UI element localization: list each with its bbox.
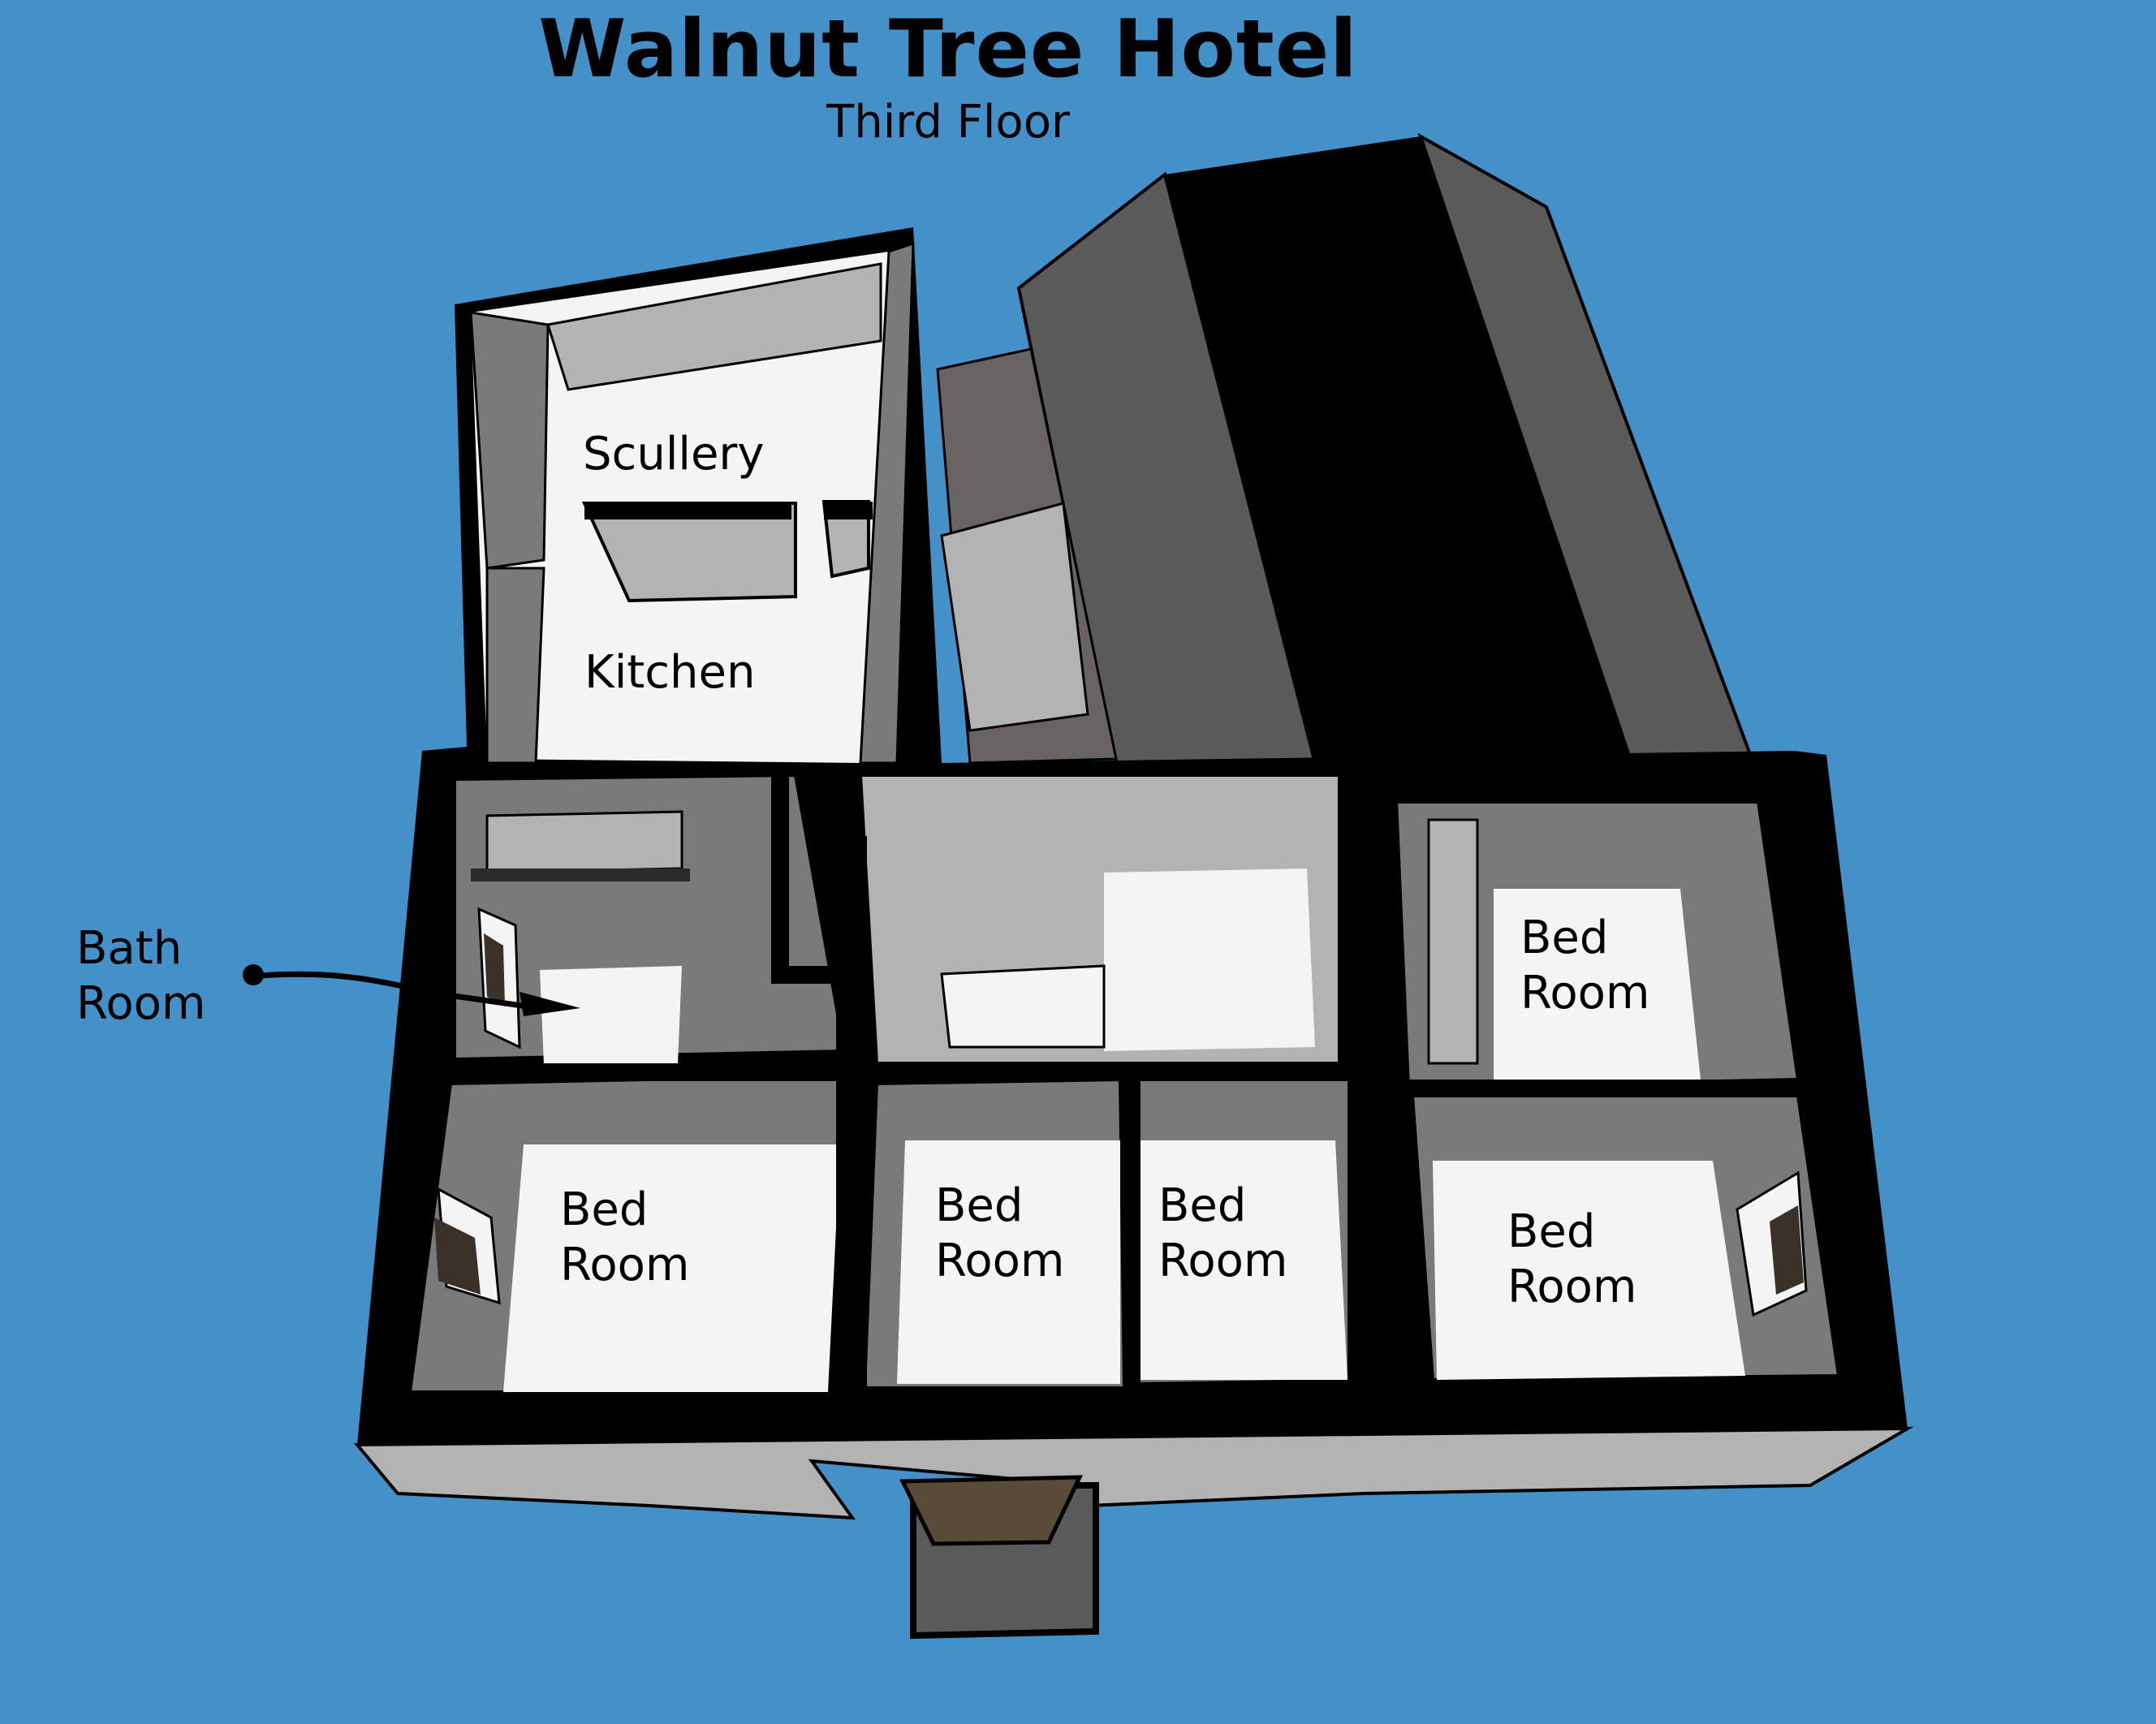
central-hall xyxy=(858,774,1341,1065)
bathroom-callout[interactable] xyxy=(243,964,580,1016)
interior-walls xyxy=(438,775,1802,1396)
kitchen-wing xyxy=(469,241,915,765)
bedroom-bottom-right xyxy=(1410,1094,1841,1382)
page-title: Walnut Tree Hotel xyxy=(538,3,1358,96)
room-label-bathroom: Bath Room xyxy=(76,922,206,1030)
bedroom-bottom-mid-left xyxy=(862,1077,1127,1390)
room-label-bedroom-1: Bed Room xyxy=(560,1183,690,1291)
room-label-bedroom-3: Bed Room xyxy=(1158,1179,1288,1287)
room-label-bedroom-4: Bed Room xyxy=(1520,912,1650,1019)
room-label-bedroom-2: Bed Room xyxy=(935,1179,1065,1287)
bedroom-top-right xyxy=(1394,793,1800,1090)
roof-block xyxy=(1016,132,1756,765)
room-label-bedroom-5: Bed Room xyxy=(1507,1205,1637,1313)
room-label-kitchen: Kitchen xyxy=(584,646,756,699)
entrance-porch xyxy=(899,1475,1099,1640)
room-label-scullery: Scullery xyxy=(583,428,765,481)
bedroom-bottom-left xyxy=(407,1073,843,1394)
stair-shaft xyxy=(936,347,1118,765)
bathroom-block xyxy=(453,773,847,1076)
bedroom-bottom-mid-right xyxy=(1135,1078,1386,1386)
page-subtitle: Third Floor xyxy=(826,96,1070,149)
